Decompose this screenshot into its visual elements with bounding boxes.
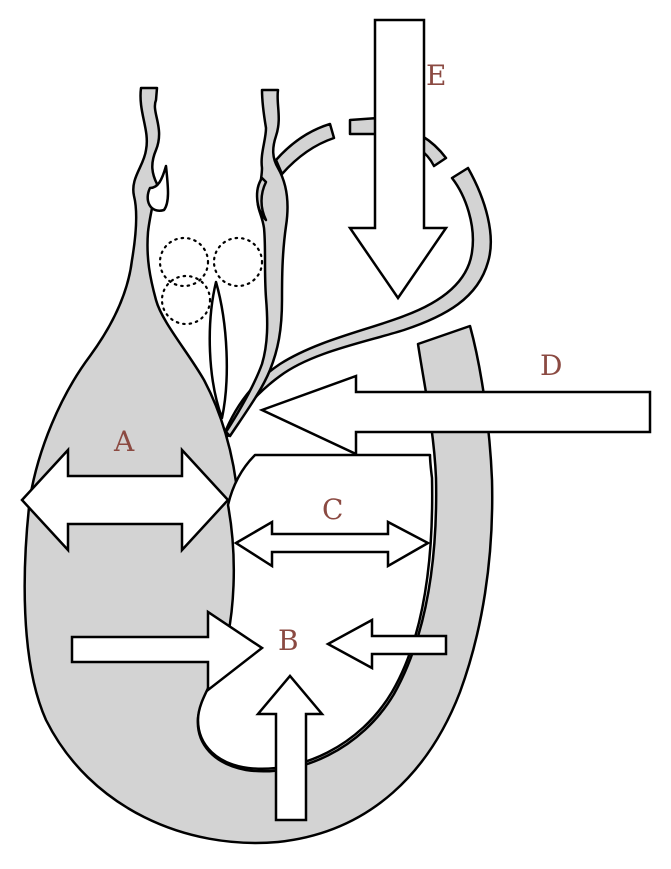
arrow-e bbox=[347, 18, 449, 301]
arrow-d bbox=[258, 374, 652, 456]
dotted-circle-1 bbox=[158, 236, 210, 288]
label-b: B bbox=[278, 624, 299, 657]
label-e: E bbox=[426, 59, 447, 92]
arrow-b-bottom bbox=[255, 674, 325, 822]
lens-shape bbox=[208, 280, 229, 420]
label-a: A bbox=[114, 425, 135, 458]
arrow-a bbox=[20, 446, 230, 554]
dotted-circle-2 bbox=[212, 236, 264, 288]
arrow-c bbox=[233, 519, 431, 569]
branching-tubule bbox=[224, 88, 289, 438]
duct-upper-branch bbox=[274, 122, 336, 176]
label-c: C bbox=[322, 493, 344, 526]
tubule-side-branch bbox=[255, 176, 268, 222]
dotted-circle-3 bbox=[160, 274, 212, 326]
left-lobe-notch bbox=[146, 164, 170, 212]
arrow-b-right bbox=[325, 617, 448, 671]
label-d: D bbox=[540, 349, 563, 382]
arrow-b-left bbox=[70, 609, 265, 693]
